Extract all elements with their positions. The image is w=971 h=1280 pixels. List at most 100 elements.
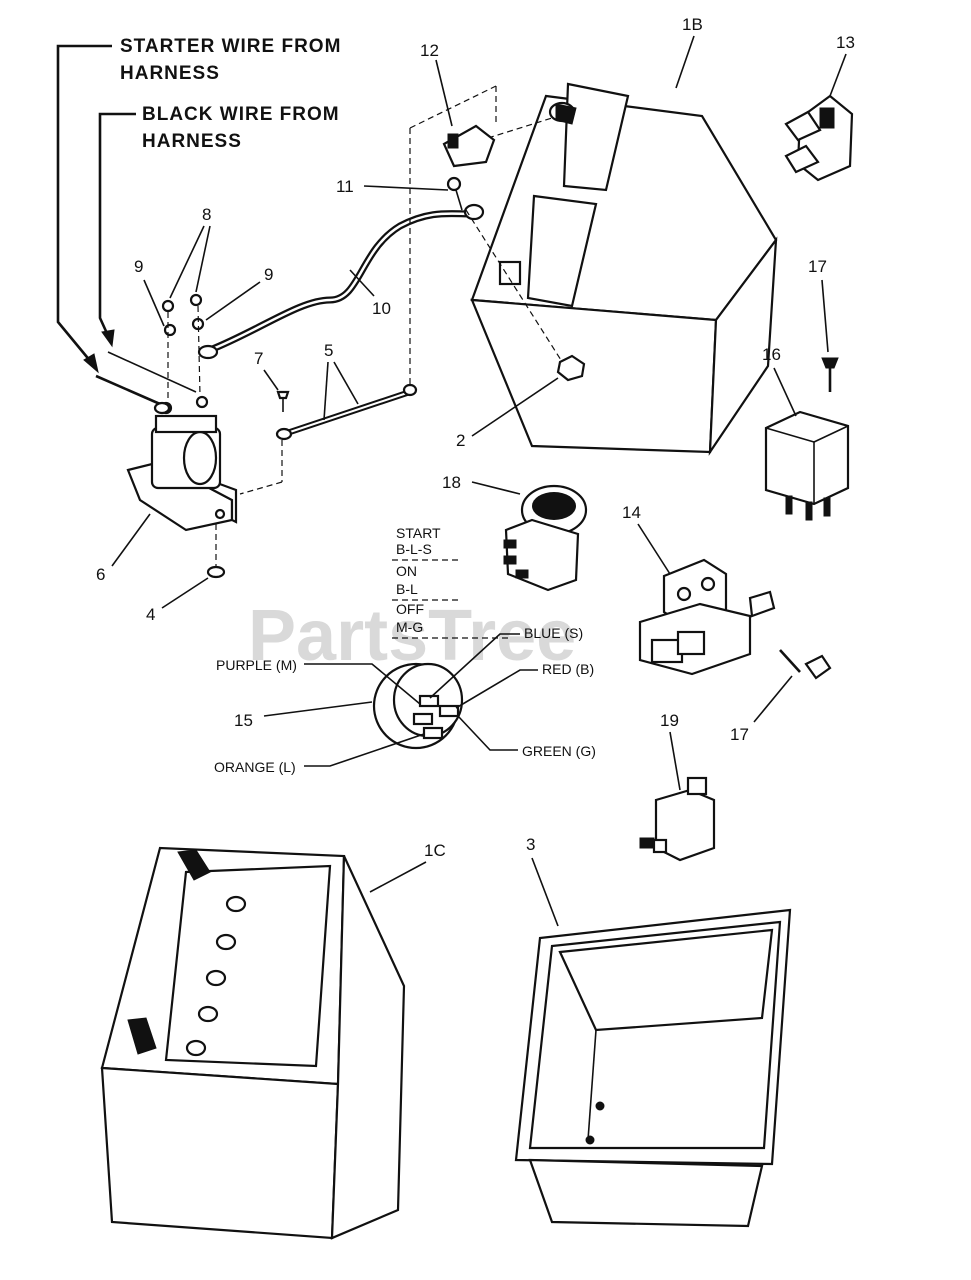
ground-cable-highlight [283, 391, 411, 435]
battery-1b-terminal [498, 260, 522, 286]
battery-1c-terminal [127, 1017, 157, 1055]
leader-5 [323, 361, 329, 421]
battery-1b-side [708, 236, 778, 456]
leader-8 [195, 225, 211, 293]
dash-link [487, 117, 553, 139]
cable-body [208, 210, 473, 354]
leader-8 [169, 225, 205, 299]
tray-drain-hole [595, 1101, 605, 1111]
solenoid-coil [182, 430, 218, 486]
callout-6: 6 [96, 565, 105, 584]
black-wire-note: BLACK WIRE FROM HARNESS [98, 104, 340, 348]
wire-purple-leader [304, 663, 421, 705]
ignition-terminal [438, 704, 460, 718]
ignition-terminal [412, 712, 434, 726]
callout-3: 3 [526, 835, 535, 854]
leader-18 [471, 481, 521, 495]
starter-solenoid [95, 351, 238, 579]
leader-17a [821, 279, 829, 353]
relay-edge [813, 425, 849, 443]
callout-17a: 17 [808, 257, 827, 276]
battery-1c-vent [205, 969, 227, 987]
battery-1c-terminal [177, 849, 211, 881]
cable-ring-end [463, 203, 485, 221]
wire-orange-leader [304, 733, 425, 767]
battery-1b-handle [526, 194, 598, 308]
pto-terminal [503, 539, 517, 549]
callout-2: 2 [456, 431, 465, 450]
relay-edge [765, 427, 815, 443]
battery-1b [470, 82, 778, 456]
callout-11: 11 [336, 177, 354, 196]
battery-1c-vent [225, 895, 247, 913]
seat-switch-hole [676, 586, 692, 602]
battery-1b-front [470, 298, 718, 454]
cable-highlight [209, 212, 473, 352]
nut-2 [556, 354, 586, 382]
terminal-cover-tab [447, 133, 459, 149]
wire-green-leader [457, 715, 518, 751]
brake-switch-plunger [686, 776, 708, 796]
starter-wire-note: STARTER WIRE FROM HARNESS [56, 36, 341, 374]
dash-link [409, 85, 497, 129]
leader-3 [531, 857, 559, 927]
callout-16: 16 [762, 345, 781, 364]
position-on-circuit: B-L [396, 581, 418, 597]
leader-6 [111, 513, 151, 567]
ignition-switch-15 [372, 662, 464, 750]
leader-9a [143, 279, 165, 327]
solenoid-cap [154, 414, 218, 434]
position-off-circuit: M-G [396, 619, 423, 635]
battery-1c-vent [197, 1005, 219, 1023]
leader-4 [161, 577, 209, 609]
relay-body [764, 410, 850, 506]
pto-terminal [503, 555, 517, 565]
callout-19: 19 [660, 711, 679, 730]
black-wire [107, 351, 197, 393]
wire-blue-leader [429, 633, 520, 699]
screw-17-lower-head [804, 654, 832, 680]
pto-switch-18 [503, 484, 588, 592]
starter-wire [95, 374, 161, 406]
screw-11-head [446, 176, 462, 192]
bolt-7-head [276, 390, 290, 400]
battery-1c-vent-strip [164, 864, 332, 1068]
callout-17b: 17 [730, 725, 749, 744]
starter-wire-label-line1: STARTER WIRE FROM [120, 36, 341, 57]
tray-drain-hole [585, 1135, 595, 1145]
leader-19 [669, 731, 681, 791]
pto-switch-body [504, 518, 580, 592]
nut-9 [163, 323, 177, 337]
screw-11-shank [455, 189, 463, 211]
brake-switch-19 [639, 776, 716, 862]
callout-8: 8 [202, 205, 211, 224]
terminal-cover-12 [442, 124, 496, 168]
callout-9a: 9 [134, 257, 143, 276]
tray-floor-edge [587, 1029, 597, 1141]
brake-switch-terminal [652, 838, 668, 854]
battery-1c-front [100, 1066, 340, 1240]
leader-5 [333, 361, 359, 405]
battery-1c-vent [215, 933, 237, 951]
wire-orange: ORANGE (L) [214, 759, 296, 775]
battery-tray-3 [514, 908, 792, 1228]
screw-11 [446, 176, 463, 211]
watermark: PartsTree TM [248, 596, 724, 676]
brake-switch-terminal [639, 837, 655, 849]
tray-back-wall [558, 928, 774, 1032]
solenoid-mount-hole [214, 508, 226, 520]
leader-2 [471, 377, 559, 437]
leader-15 [263, 701, 373, 717]
position-on: ON [396, 563, 417, 579]
leader-16 [773, 367, 797, 417]
callout-14: 14 [622, 503, 641, 522]
wire-green: GREEN (G) [522, 743, 596, 759]
leader-1b [675, 35, 695, 89]
callout-15: 15 [234, 711, 253, 730]
screw-17-lower-shank [779, 649, 801, 673]
callout-5: 5 [324, 341, 333, 360]
callout-9b: 9 [264, 265, 273, 284]
leader-9b [205, 281, 261, 321]
black-wire-label-line1: BLACK WIRE FROM [142, 104, 340, 125]
